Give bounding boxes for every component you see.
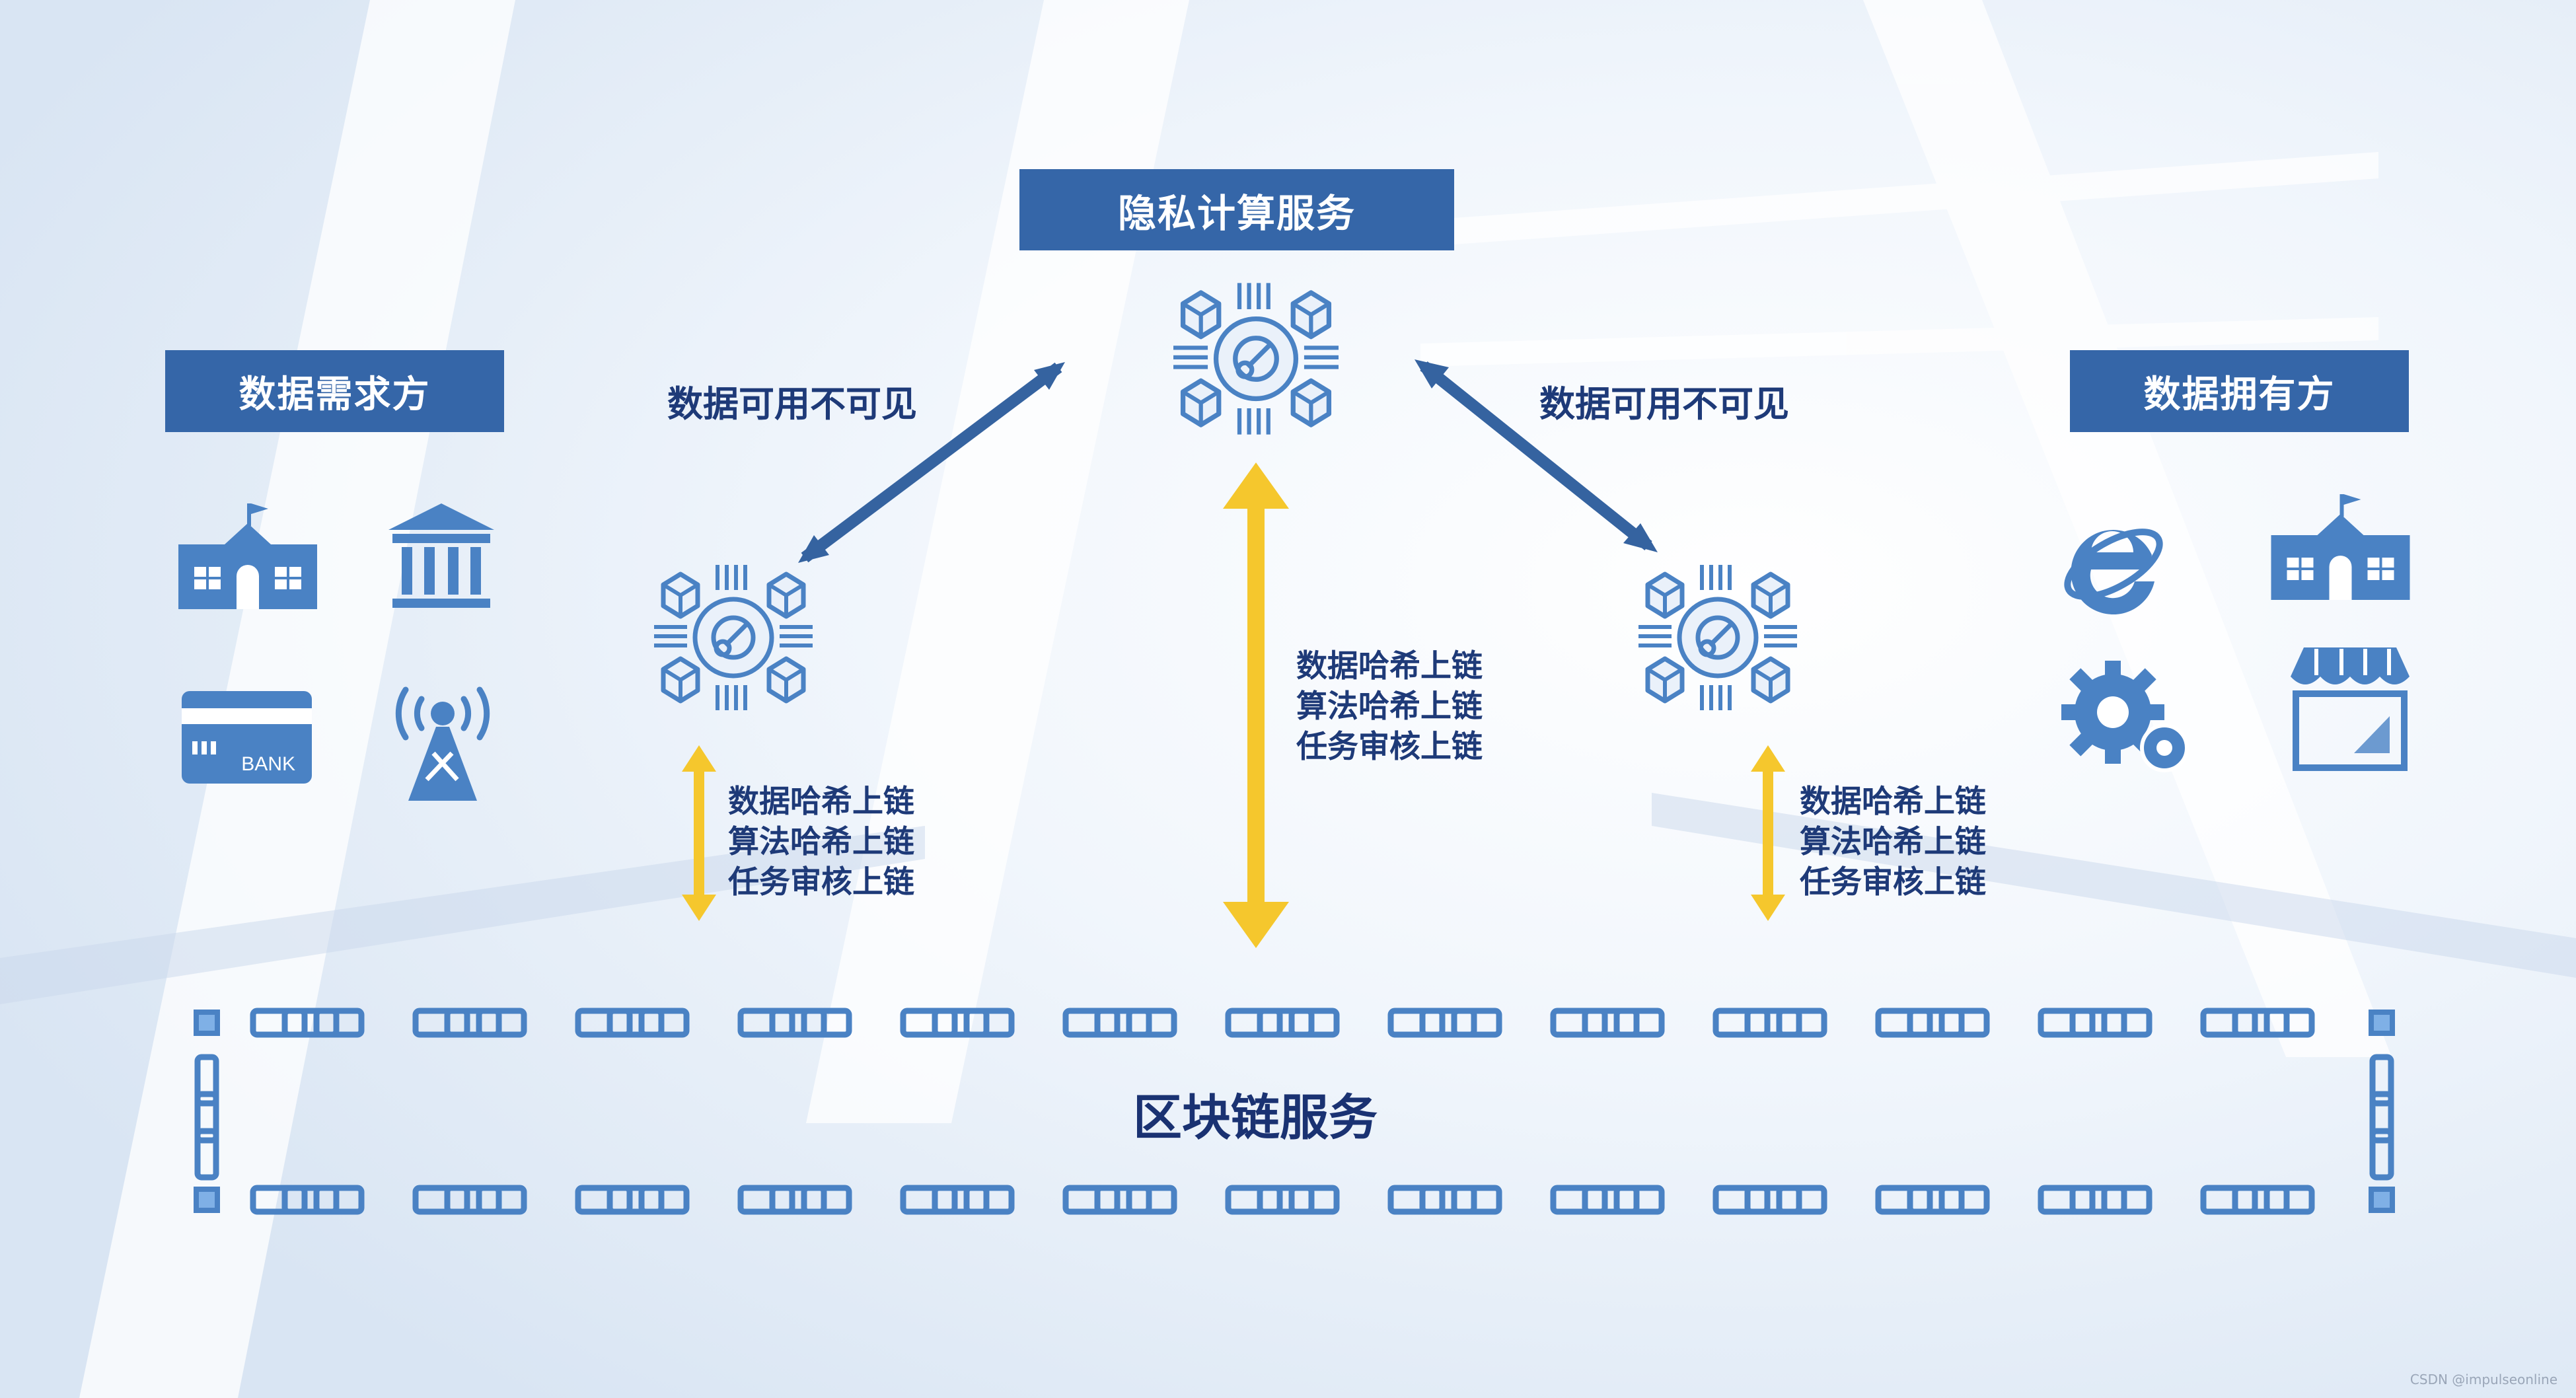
school-icon (178, 503, 317, 609)
school-icon (2271, 494, 2410, 600)
available-invisible-right-label: 数据可用不可见 (1539, 383, 1789, 425)
chain-link-icon (1387, 1185, 1502, 1215)
chain-link-icon (1225, 1008, 1340, 1038)
right-step-data-hash: 数据哈希上链 (1800, 784, 1986, 820)
chain-link-icon (2038, 1008, 2153, 1038)
left-double-arrow (798, 362, 1065, 563)
owner-party-title: 数据拥有方 (2070, 350, 2409, 432)
svg-text:BANK: BANK (241, 753, 295, 775)
center-chain-steps: 数据哈希上链 算法哈希上链 任务审核上链 (1296, 646, 1483, 767)
left-chain-steps: 数据哈希上链 算法哈希上链 任务审核上链 (728, 782, 914, 902)
chain-link-icon (1550, 1008, 1665, 1038)
chain-link-icon (1875, 1185, 1990, 1215)
available-invisible-left-label: 数据可用不可见 (667, 383, 917, 425)
demand-party-title: 数据需求方 (165, 350, 504, 432)
bank-building-icon (388, 503, 494, 608)
center-step-task-audit: 任务审核上链 (1296, 729, 1483, 765)
privacy-service-title: 隐私计算服务 (1019, 169, 1454, 250)
chain-link-icon (1387, 1008, 1502, 1038)
chain-link-icon (900, 1185, 1015, 1215)
left-step-task-audit: 任务审核上链 (728, 864, 914, 901)
chain-link-icon (250, 1185, 365, 1215)
chain-link-icon (412, 1008, 527, 1038)
right-step-algorithm-hash: 算法哈希上链 (1800, 824, 1986, 860)
shop-icon (2291, 647, 2410, 771)
chain-link-icon (575, 1185, 690, 1215)
right-step-task-audit: 任务审核上链 (1800, 864, 1986, 901)
chain-link-icon (575, 1008, 690, 1038)
chain-link-icon (737, 1185, 852, 1215)
signal-tower-icon (395, 686, 490, 801)
chain-link-icon (2200, 1008, 2315, 1038)
bank-card-icon: BANK (182, 691, 312, 784)
internet-explorer-icon (2064, 529, 2163, 615)
gear-icon (2061, 661, 2189, 772)
chain-link-vertical-icon (2369, 1054, 2394, 1181)
privacy-node-icon-center (1173, 276, 1339, 441)
right-chain-steps: 数据哈希上链 算法哈希上链 任务审核上链 (1800, 782, 1986, 902)
chain-link-icon (1550, 1185, 1665, 1215)
left-step-algorithm-hash: 算法哈希上链 (728, 824, 914, 860)
right-yellow-arrow (1751, 745, 1785, 921)
left-yellow-arrow (682, 745, 716, 921)
center-yellow-arrow (1223, 462, 1289, 948)
center-step-algorithm-hash: 算法哈希上链 (1296, 688, 1483, 725)
blockchain-chain-frame (194, 1008, 2395, 1215)
chain-link-icon (1225, 1185, 1340, 1215)
chain-link-icon (2038, 1185, 2153, 1215)
watermark: CSDN @impulseonline (2410, 1372, 2558, 1387)
chain-link-icon (1062, 1008, 1177, 1038)
right-double-arrow (1415, 359, 1658, 552)
privacy-node-icon-right (1638, 558, 1797, 717)
chain-link-icon (737, 1008, 852, 1038)
chain-link-icon (2200, 1185, 2315, 1215)
chain-link-icon (412, 1185, 527, 1215)
left-step-data-hash: 数据哈希上链 (728, 784, 914, 820)
chain-link-vertical-icon (194, 1054, 219, 1181)
chain-link-icon (1062, 1185, 1177, 1215)
blockchain-service-title: 区块链服务 (1133, 1089, 1378, 1146)
chain-link-icon (250, 1008, 365, 1038)
chain-link-icon (1875, 1008, 1990, 1038)
privacy-node-icon-left (654, 558, 813, 717)
chain-link-icon (900, 1008, 1015, 1038)
chain-link-icon (1712, 1008, 1827, 1038)
chain-link-icon (1712, 1185, 1827, 1215)
center-step-data-hash: 数据哈希上链 (1296, 648, 1483, 684)
